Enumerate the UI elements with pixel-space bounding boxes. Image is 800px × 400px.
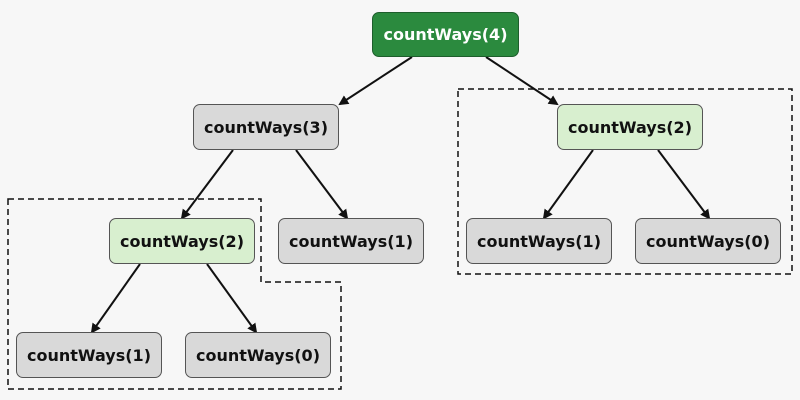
node-count-ways-1-right: countWays(1) — [466, 218, 612, 264]
edge-n2-right-to-n1-right — [542, 149, 594, 220]
node-count-ways-1-bottom: countWays(1) — [16, 332, 162, 378]
node-count-ways-0-right: countWays(0) — [635, 218, 781, 264]
dashed-group-right — [457, 88, 793, 275]
node-count-ways-3: countWays(3) — [193, 104, 339, 150]
node-count-ways-4: countWays(4) — [372, 12, 519, 57]
node-label: countWays(4) — [383, 25, 508, 44]
node-count-ways-1-mid: countWays(1) — [278, 218, 424, 264]
node-label: countWays(2) — [120, 231, 244, 251]
node-label: countWays(0) — [196, 345, 320, 365]
node-label: countWays(1) — [477, 231, 601, 251]
edge-n2-right-to-n0-right — [657, 149, 711, 220]
edge-n3-to-n2-left — [180, 149, 234, 220]
node-label: countWays(3) — [204, 117, 328, 137]
dashed-group-left — [7, 198, 342, 390]
edge-root-to-n2-right — [485, 56, 559, 106]
edge-n2-left-to-n1-bottom — [90, 263, 141, 334]
node-label: countWays(2) — [568, 117, 692, 137]
edge-root-to-n3 — [338, 56, 413, 106]
node-count-ways-0-bottom: countWays(0) — [185, 332, 331, 378]
node-count-ways-2-right: countWays(2) — [557, 104, 703, 150]
node-label: countWays(0) — [646, 231, 770, 251]
edge-n2-left-to-n0-bottom — [206, 263, 258, 334]
node-label: countWays(1) — [289, 231, 413, 251]
node-count-ways-2-left: countWays(2) — [109, 218, 255, 264]
edge-n3-to-n1-mid — [295, 149, 349, 220]
node-label: countWays(1) — [27, 345, 151, 365]
